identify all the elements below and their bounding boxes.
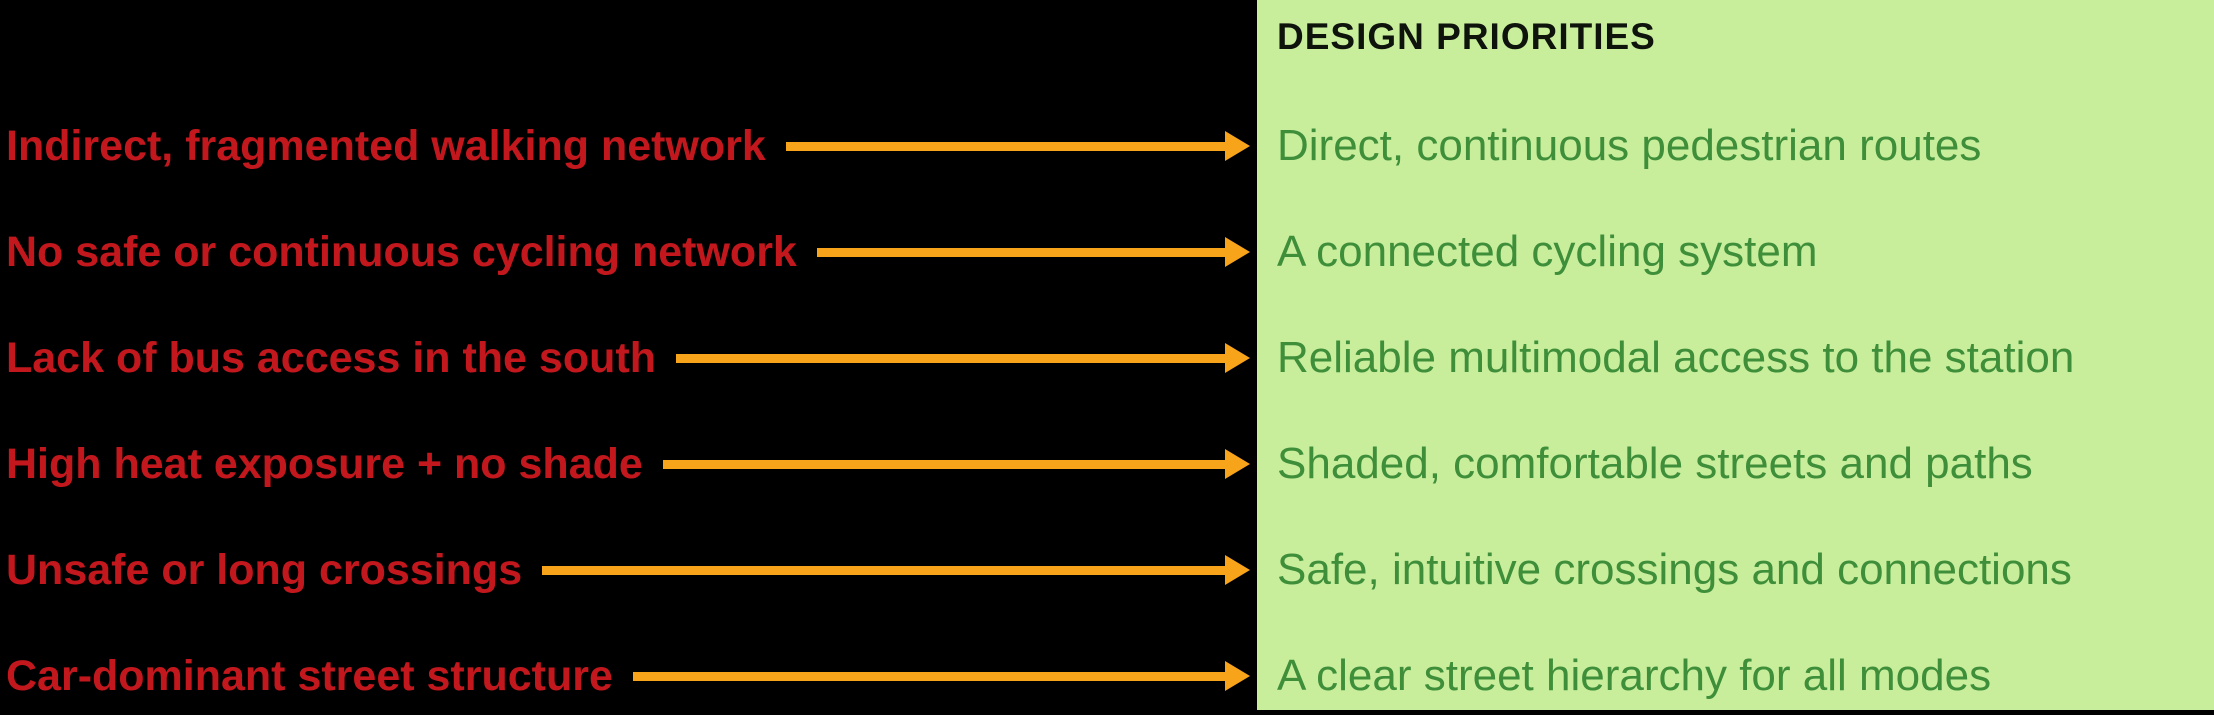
problem-label: No safe or continuous cycling network [6,227,797,276]
priority-label: Reliable multimodal access to the statio… [1277,333,2075,382]
arrow-line [542,565,1225,575]
arrow-line [816,247,1225,257]
arrow-head [1225,661,1250,691]
problem-zone: Unsafe or long crossings [0,546,1250,595]
arrow-line [662,459,1225,469]
mapping-row: No safe or continuous cycling network A … [0,199,2214,305]
problem-label: High heat exposure + no shade [6,439,643,488]
mapping-row: Car-dominant street structure A clear st… [0,623,2214,715]
problem-zone: Lack of bus access in the south [0,334,1250,383]
problem-zone: Indirect, fragmented walking network [0,122,1250,171]
priority-zone: Reliable multimodal access to the statio… [1250,333,2074,383]
mapping-row: High heat exposure + no shade Shaded, co… [0,411,2214,517]
mapping-row: Indirect, fragmented walking network Dir… [0,93,2214,199]
arrow-right-icon [632,661,1250,691]
priority-label: A connected cycling system [1277,227,1818,276]
arrow-line [632,671,1225,681]
priority-zone: A connected cycling system [1250,227,1817,277]
priority-zone: A clear street hierarchy for all modes [1250,651,1991,701]
arrow-head [1225,237,1250,267]
design-priorities-panel [1257,0,2214,710]
problem-zone: High heat exposure + no shade [0,440,1250,489]
problem-label: Lack of bus access in the south [6,333,656,382]
priority-zone: Safe, intuitive crossings and connection… [1250,545,2072,595]
mapping-row: Unsafe or long crossings Safe, intuitive… [0,517,2214,623]
arrow-head [1225,449,1250,479]
panel-title: DESIGN PRIORITIES [1277,16,1656,57]
problem-label: Car-dominant street structure [6,651,613,700]
arrow-right-icon [542,555,1250,585]
arrow-right-icon [662,449,1250,479]
problem-zone: No safe or continuous cycling network [0,228,1250,277]
priority-zone: Shaded, comfortable streets and paths [1250,439,2033,489]
arrow-head [1225,343,1250,373]
arrow-right-icon [675,343,1250,373]
problem-label: Indirect, fragmented walking network [6,121,766,170]
arrow-right-icon [816,237,1250,267]
arrow-line [675,353,1225,363]
mapping-row: Lack of bus access in the south Reliable… [0,305,2214,411]
arrow-head [1225,131,1250,161]
priority-label: Shaded, comfortable streets and paths [1277,439,2033,488]
priority-zone: Direct, continuous pedestrian routes [1250,121,1981,171]
arrow-head [1225,555,1250,585]
priority-label: Direct, continuous pedestrian routes [1277,121,1982,170]
problem-zone: Car-dominant street structure [0,652,1250,701]
priority-label: A clear street hierarchy for all modes [1277,651,1992,700]
arrow-line [785,141,1225,151]
priority-label: Safe, intuitive crossings and connection… [1277,545,2072,594]
arrow-right-icon [785,131,1250,161]
problem-label: Unsafe or long crossings [6,545,523,594]
